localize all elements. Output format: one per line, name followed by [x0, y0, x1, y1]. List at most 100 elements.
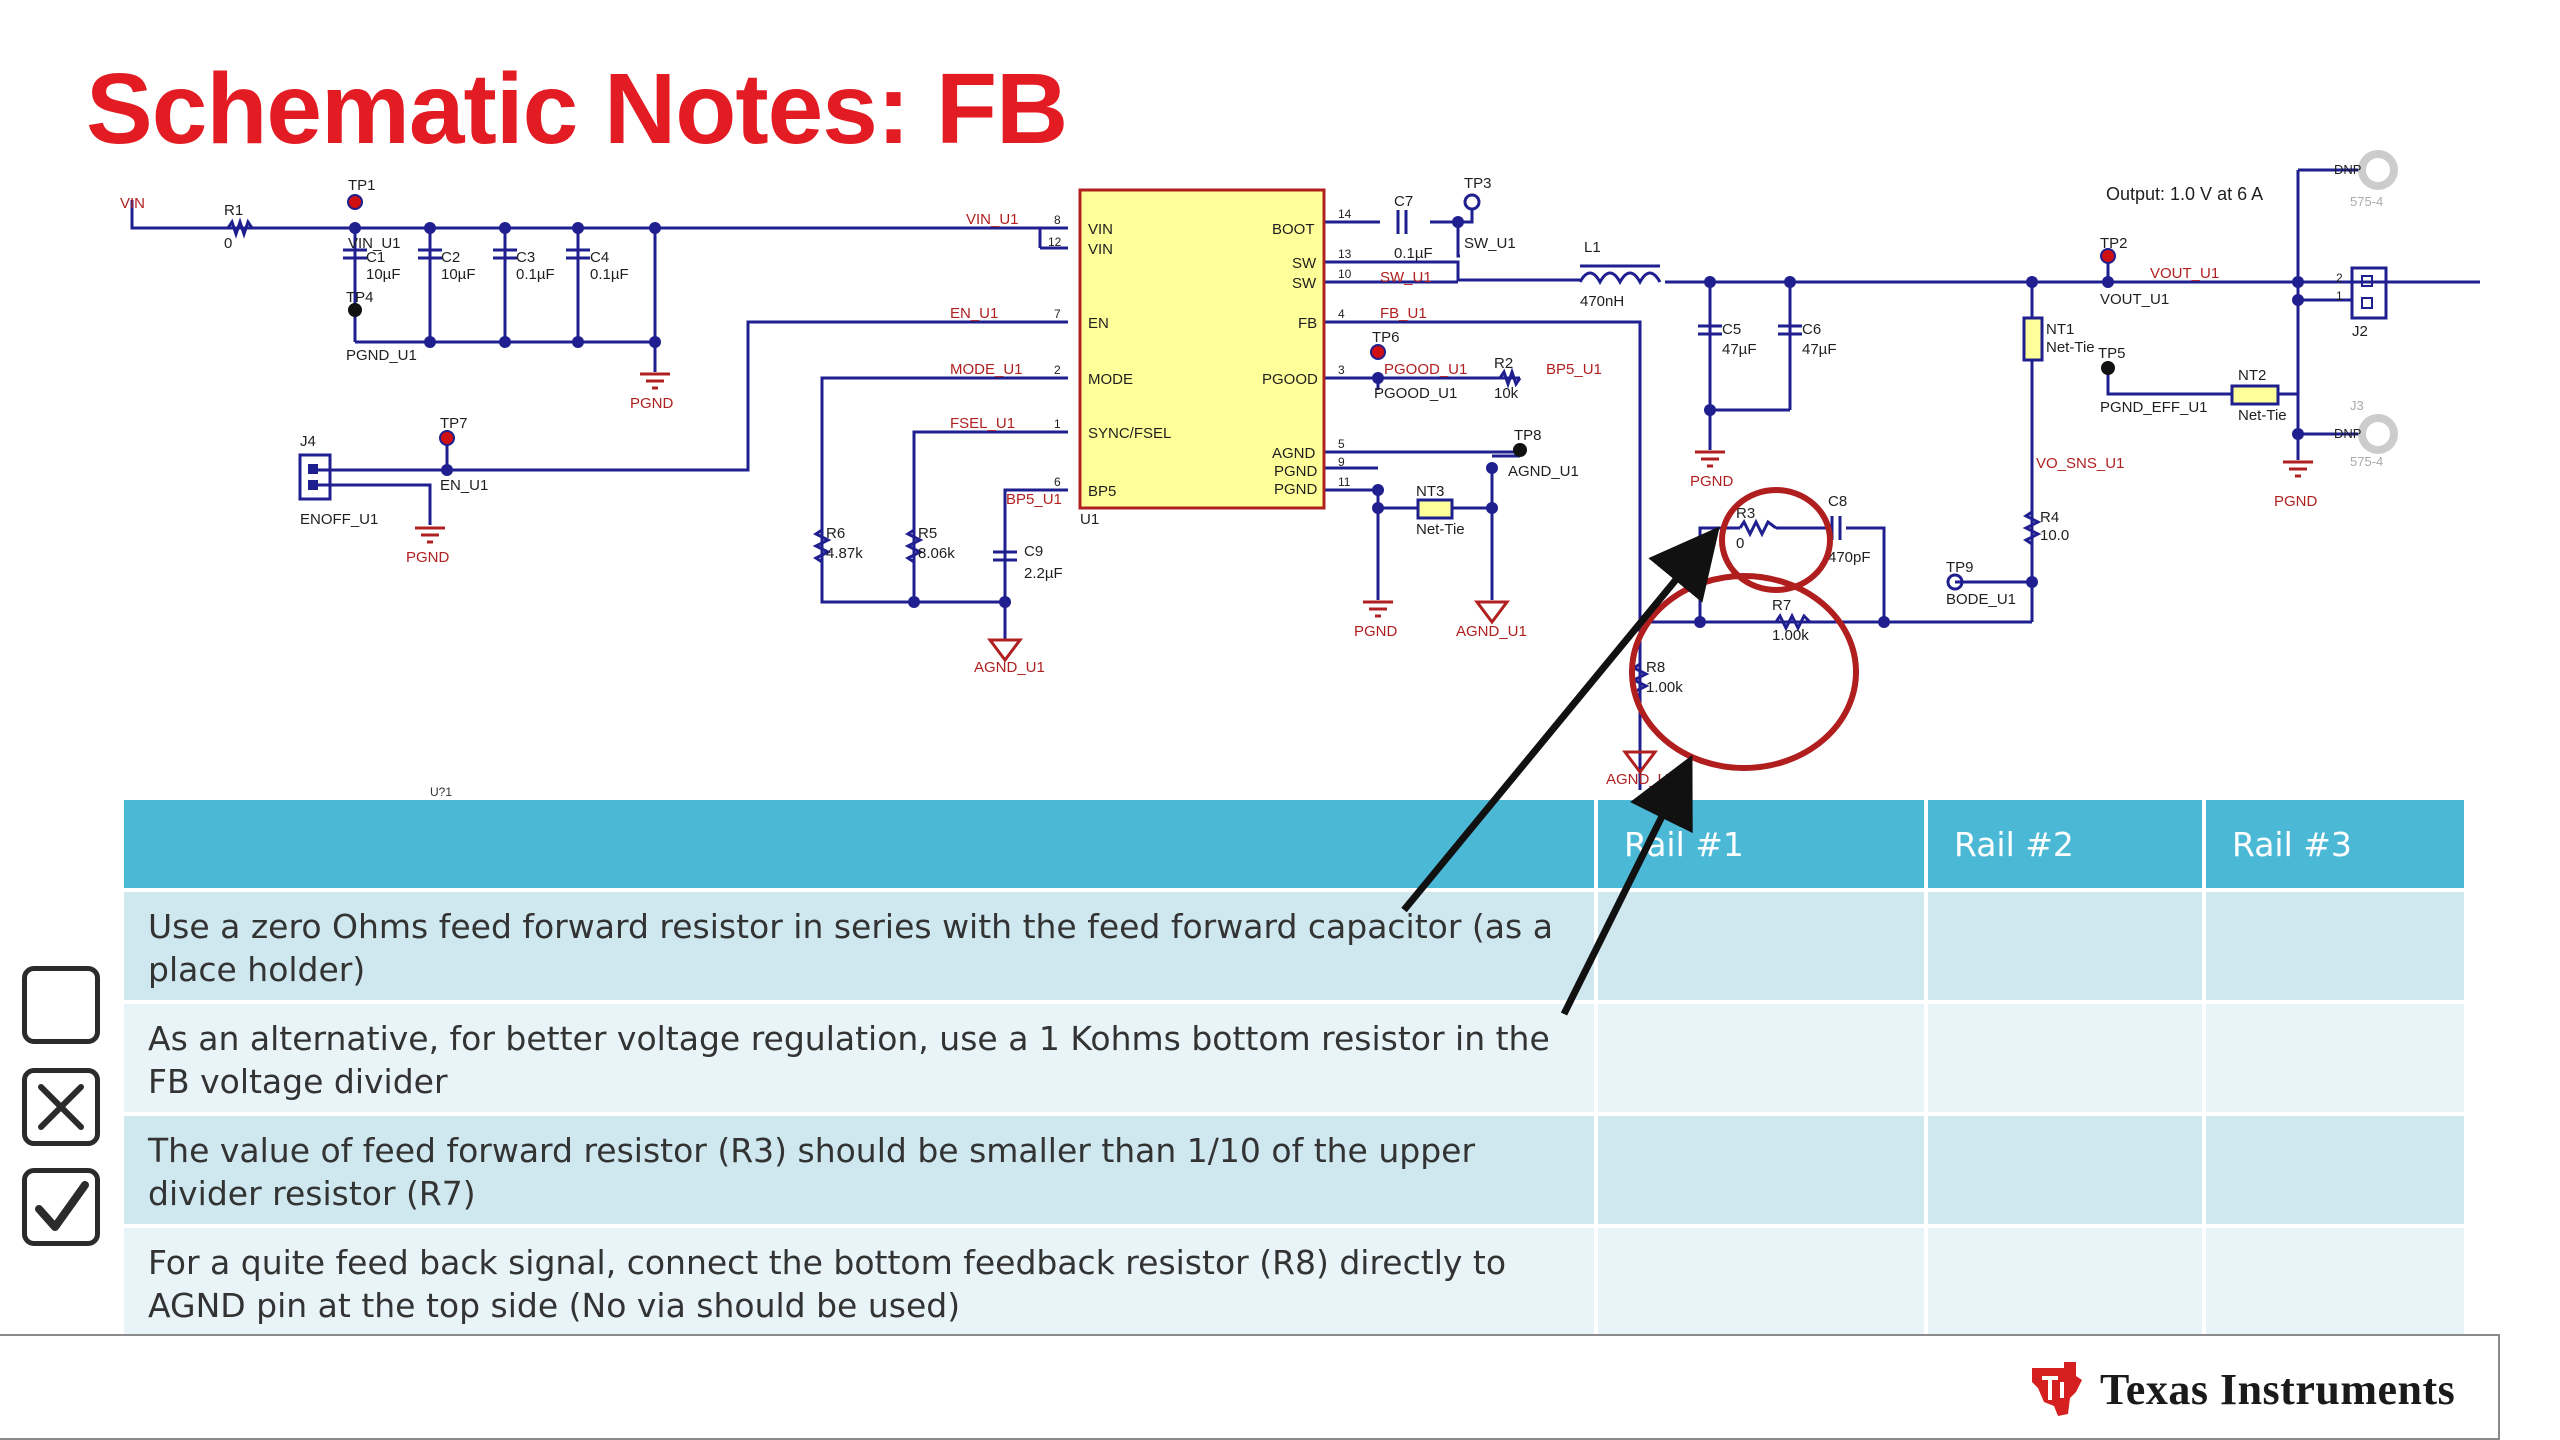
svg-text:R2: R2	[1494, 355, 1513, 372]
table-row: The value of feed forward resistor (R3) …	[124, 1116, 2464, 1228]
svg-text:C6: C6	[1802, 321, 1821, 338]
svg-text:2: 2	[1054, 363, 1061, 377]
svg-text:VOUT_U1: VOUT_U1	[2150, 265, 2219, 282]
rail-3-cell[interactable]	[2206, 1228, 2464, 1340]
svg-text:10µF: 10µF	[366, 266, 401, 283]
svg-text:2: 2	[2336, 271, 2343, 285]
svg-text:FSEL_U1: FSEL_U1	[950, 415, 1015, 432]
table-header-row: Rail #1 Rail #2 Rail #3	[124, 800, 2464, 892]
checklist-table: Rail #1 Rail #2 Rail #3 Use a zero Ohms …	[124, 800, 2464, 1340]
svg-text:PGOOD_U1: PGOOD_U1	[1374, 385, 1457, 402]
svg-text:VOUT_U1: VOUT_U1	[2100, 291, 2169, 308]
svg-text:AGND: AGND	[1272, 445, 1316, 462]
svg-text:6: 6	[1054, 475, 1061, 489]
connector-pins	[308, 464, 318, 490]
svg-text:MODE: MODE	[1088, 371, 1133, 388]
svg-text:13: 13	[1338, 247, 1352, 261]
svg-text:C8: C8	[1828, 493, 1847, 510]
svg-text:Output: 1.0 V at 6 A: Output: 1.0 V at 6 A	[2106, 184, 2263, 204]
rail-2-cell[interactable]	[1928, 1228, 2206, 1340]
svg-text:DNP: DNP	[2334, 426, 2361, 441]
dnp-connectors	[2358, 150, 2398, 454]
svg-text:SW_U1: SW_U1	[1380, 269, 1432, 286]
svg-text:4.87k: 4.87k	[826, 545, 863, 562]
rail-1-cell[interactable]	[1598, 1004, 1928, 1116]
svg-text:SYNC/FSEL: SYNC/FSEL	[1088, 425, 1171, 442]
svg-text:AGND_U1: AGND_U1	[1606, 771, 1677, 788]
svg-text:EN: EN	[1088, 315, 1109, 332]
svg-text:R3: R3	[1736, 505, 1755, 522]
test-points	[347, 193, 2116, 591]
svg-text:R5: R5	[918, 525, 937, 542]
svg-text:FB: FB	[1298, 315, 1317, 332]
ground-symbols	[415, 372, 2313, 775]
svg-text:TP7: TP7	[440, 415, 468, 432]
svg-text:AGND_U1: AGND_U1	[974, 659, 1045, 676]
svg-text:BP5_U1: BP5_U1	[1006, 491, 1062, 508]
rail-2-cell[interactable]	[1928, 1116, 2206, 1228]
svg-text:3: 3	[1338, 363, 1345, 377]
inductor-l1	[1578, 271, 1662, 286]
svg-text:PGND: PGND	[1354, 623, 1398, 640]
svg-text:R8: R8	[1646, 659, 1665, 676]
svg-text:PGND: PGND	[1274, 463, 1318, 480]
svg-text:BP5_U1: BP5_U1	[1546, 361, 1602, 378]
junction-dots	[349, 216, 2304, 628]
resistors	[226, 217, 2042, 698]
svg-text:47µF: 47µF	[1722, 341, 1757, 358]
svg-text:U?1: U?1	[430, 785, 452, 799]
svg-text:0.1µF: 0.1µF	[516, 266, 555, 283]
svg-text:EN_U1: EN_U1	[440, 477, 488, 494]
svg-text:11: 11	[1338, 475, 1351, 489]
svg-text:470pF: 470pF	[1828, 549, 1871, 566]
svg-text:TP9: TP9	[1946, 559, 1974, 576]
svg-text:C3: C3	[516, 249, 535, 266]
svg-text:0: 0	[1736, 535, 1744, 552]
svg-text:PGND: PGND	[2274, 493, 2318, 510]
svg-text:10k: 10k	[1494, 385, 1519, 402]
rail-3-cell[interactable]	[2206, 1004, 2464, 1116]
wires	[130, 168, 2480, 790]
rail-3-cell[interactable]	[2206, 1116, 2464, 1228]
svg-text:TP4: TP4	[346, 289, 374, 306]
svg-text:5: 5	[1338, 437, 1345, 451]
svg-text:7: 7	[1054, 307, 1061, 321]
svg-text:VIN: VIN	[1088, 241, 1113, 258]
svg-text:470nH: 470nH	[1580, 293, 1624, 310]
rail-1-cell[interactable]	[1598, 892, 1928, 1004]
rail-3-cell[interactable]	[2206, 892, 2464, 1004]
header-rail-1: Rail #1	[1598, 800, 1928, 892]
svg-text:1.00k: 1.00k	[1646, 679, 1683, 696]
svg-text:C5: C5	[1722, 321, 1741, 338]
connectors	[298, 266, 2388, 501]
svg-text:TP3: TP3	[1464, 175, 1492, 192]
rail-2-cell[interactable]	[1928, 1004, 2206, 1116]
check-mark-icon	[35, 1181, 89, 1231]
rail-1-cell[interactable]	[1598, 1116, 1928, 1228]
header-rail-3: Rail #3	[2206, 800, 2464, 892]
svg-text:Net-Tie: Net-Tie	[2238, 407, 2287, 424]
svg-text:VIN: VIN	[1088, 221, 1113, 238]
ti-brand-text: Texas Instruments	[2100, 1364, 2456, 1414]
svg-text:R4: R4	[2040, 509, 2059, 526]
svg-text:0: 0	[224, 235, 232, 252]
svg-text:L1: L1	[1584, 239, 1601, 256]
svg-text:R1: R1	[224, 202, 243, 219]
svg-text:47µF: 47µF	[1802, 341, 1837, 358]
ti-logo-icon	[2032, 1362, 2082, 1416]
rail-2-cell[interactable]	[1928, 892, 2206, 1004]
svg-text:C1: C1	[366, 249, 385, 266]
svg-text:J3: J3	[2350, 398, 2364, 413]
svg-text:SW: SW	[1292, 255, 1317, 272]
svg-text:NT1: NT1	[2046, 321, 2074, 338]
svg-text:Net-Tie: Net-Tie	[1416, 521, 1465, 538]
svg-text:BOOT: BOOT	[1272, 221, 1315, 238]
svg-text:C4: C4	[590, 249, 609, 266]
svg-text:J4: J4	[300, 433, 316, 450]
svg-text:TP1: TP1	[348, 177, 376, 194]
svg-text:U1: U1	[1080, 511, 1099, 528]
rail-1-cell[interactable]	[1598, 1228, 1928, 1340]
note-cell: For a quite feed back signal, connect th…	[124, 1228, 1598, 1340]
header-notes	[124, 800, 1598, 892]
footer-bar	[0, 1334, 2500, 1440]
